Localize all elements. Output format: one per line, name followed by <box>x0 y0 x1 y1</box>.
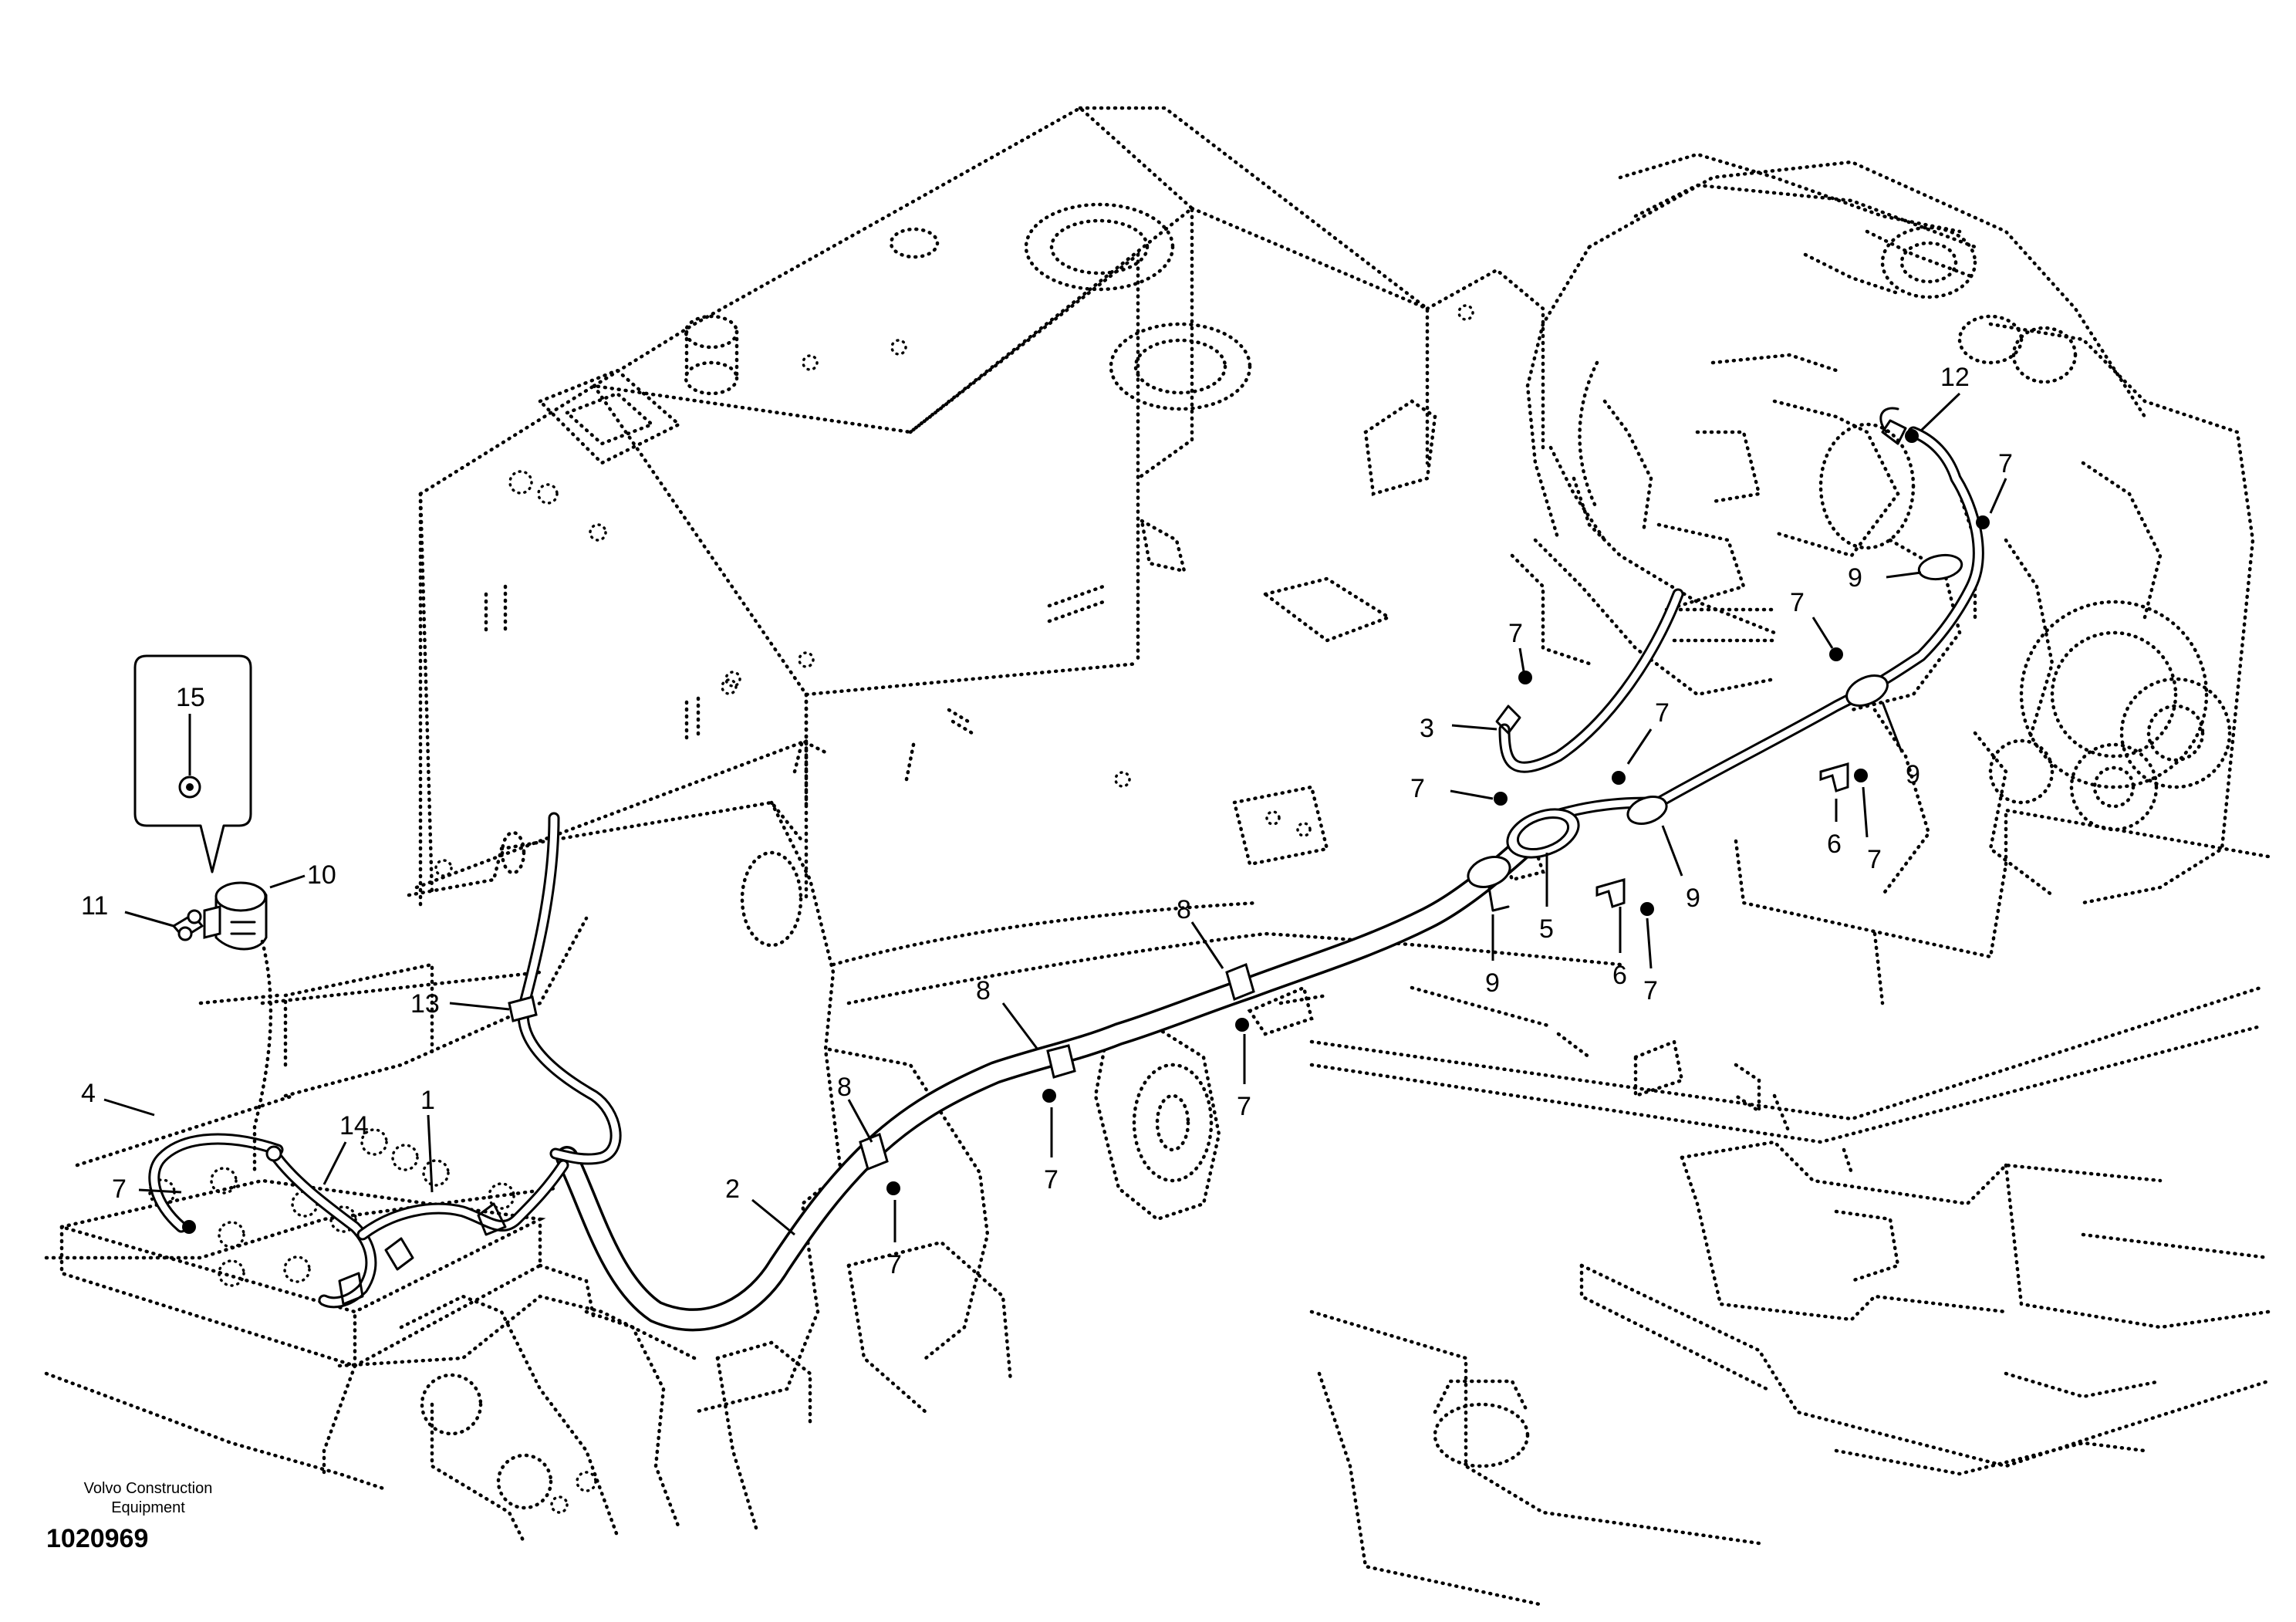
callout-9-d: 9 <box>1848 563 1862 593</box>
elbow-12 <box>1879 407 1919 443</box>
callout-4: 4 <box>81 1079 96 1108</box>
callout-7-d: 7 <box>1643 976 1658 1005</box>
callout-10: 10 <box>307 860 336 890</box>
bracket-6 <box>1595 762 1849 908</box>
callout-9-a: 9 <box>1485 968 1500 998</box>
callout-1: 1 <box>420 1086 435 1115</box>
figure-number: 1020969 <box>46 1524 148 1553</box>
callout-7-e: 7 <box>1655 698 1670 728</box>
callout-7-j: 7 <box>1998 449 2013 478</box>
callout-7-battery: 7 <box>112 1174 127 1204</box>
battery-cable-1 <box>338 1159 569 1306</box>
nuts-7 <box>182 515 1990 1234</box>
callout-7-a: 7 <box>887 1250 902 1279</box>
callout-7-g: 7 <box>1508 619 1523 648</box>
cable-3 <box>1495 588 1684 773</box>
clamp-8 <box>859 962 1255 1171</box>
callout-labels: 15 10 11 13 4 7 14 1 2 8 8 8 7 7 7 9 5 6… <box>81 363 2013 1279</box>
callout-7-h: 7 <box>1790 588 1805 617</box>
callout-13: 13 <box>410 989 440 1019</box>
figure-caption: Volvo Construction Equipment 1020969 <box>46 1480 212 1553</box>
callout-8-b: 8 <box>976 976 991 1005</box>
callout-2: 2 <box>725 1174 740 1204</box>
brand-line-1: Volvo Construction <box>84 1480 213 1497</box>
callout-9-c: 9 <box>1906 760 1920 789</box>
machine-outline <box>44 106 2271 1607</box>
hose-2 <box>555 818 1555 1332</box>
callout-5: 5 <box>1539 914 1554 944</box>
clamp-9 <box>1467 553 1963 912</box>
key-11 <box>172 909 204 941</box>
callout-8-c: 8 <box>1177 895 1191 924</box>
callout-7-i: 7 <box>1867 845 1882 874</box>
callout-6-a: 6 <box>1612 961 1627 990</box>
cable-13 <box>508 812 622 1165</box>
callout-8-a: 8 <box>837 1073 852 1102</box>
callout-7-f: 7 <box>1410 774 1425 803</box>
battery-switch-10 <box>203 881 273 1175</box>
callout-6-b: 6 <box>1827 830 1842 859</box>
battery-cable-4 <box>148 1133 284 1233</box>
callout-14: 14 <box>339 1111 369 1140</box>
leader-lines <box>103 392 2007 1242</box>
callout-9-b: 9 <box>1686 884 1700 913</box>
clamp-5 <box>1506 808 1580 859</box>
battery-cable-14 <box>265 1145 377 1309</box>
callout-3: 3 <box>1420 714 1434 743</box>
callout-7-b: 7 <box>1044 1165 1059 1195</box>
callout-7-c: 7 <box>1237 1092 1251 1121</box>
callout-15: 15 <box>176 683 205 712</box>
detail-inset-15 <box>133 654 252 874</box>
callout-11: 11 <box>81 891 108 921</box>
brand-line-2: Equipment <box>111 1499 185 1516</box>
callout-12: 12 <box>1940 363 1970 392</box>
